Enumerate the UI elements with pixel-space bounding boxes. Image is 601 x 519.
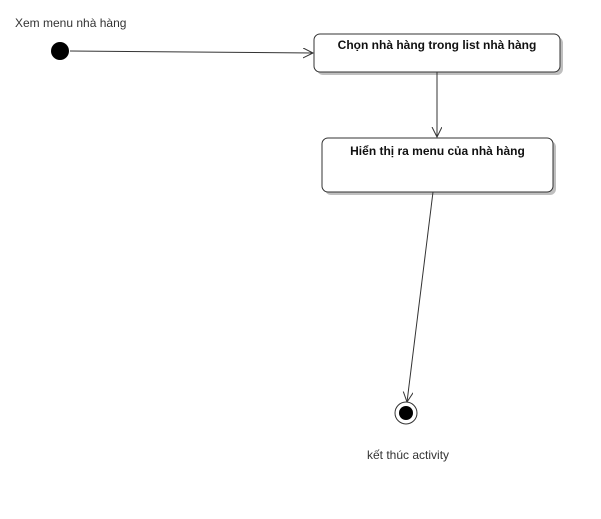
action-choose-restaurant[interactable] (313, 33, 563, 75)
end-node-label: kết thúc activity (367, 448, 450, 462)
action-choose-restaurant-label: Chọn nhà hàng trong list nhà hàng (337, 38, 537, 52)
action-show-menu-label: Hiển thị ra menu của nhà hàng (350, 144, 525, 158)
action-show-menu[interactable] (321, 137, 556, 195)
action-show-menu-box[interactable] (321, 137, 554, 193)
transition-start-to-choose (69, 51, 313, 53)
final-node-dot (399, 406, 413, 420)
final-node[interactable] (394, 401, 418, 425)
transition-show-to-end (407, 191, 434, 402)
initial-node[interactable] (51, 42, 69, 60)
start-node-label: Xem menu nhà hàng (15, 16, 127, 30)
